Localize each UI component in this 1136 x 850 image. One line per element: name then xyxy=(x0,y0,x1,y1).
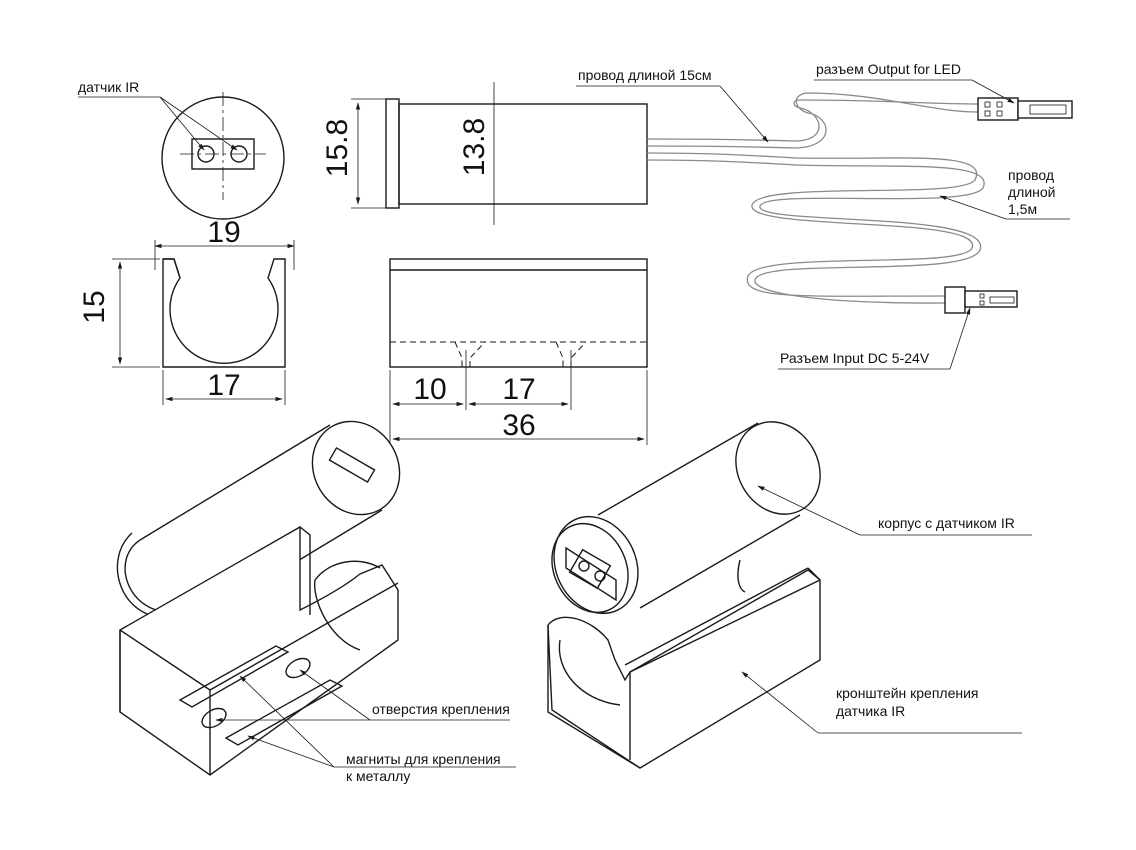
label-mount-holes: отверстия крепления xyxy=(372,701,510,717)
label-wire-15m-3: 1,5м xyxy=(1008,201,1037,217)
isometric-right xyxy=(547,421,1032,769)
ir-sensor-leader xyxy=(78,96,238,151)
isometric-left xyxy=(116,420,516,776)
label-wire-15cm: провод длиной 15см xyxy=(578,67,712,83)
dim-15-8: 15.8 xyxy=(321,119,354,177)
wire-assembly xyxy=(576,79,1073,370)
label-wire-15m-1: провод xyxy=(1008,167,1054,183)
label-housing: корпус с датчиком IR xyxy=(878,515,1015,531)
side-view-sensor: 15.8 13.8 xyxy=(321,82,797,225)
label-wire-15m-2: длиной xyxy=(1008,184,1056,200)
dim-17-bottom: 17 xyxy=(502,373,535,406)
bracket-side-view: 10 17 36 xyxy=(389,258,648,445)
label-magnets-2: к металлу xyxy=(346,768,410,784)
front-view: датчик IR xyxy=(78,79,285,220)
label-input-connector: Разъем Input DC 5-24V xyxy=(780,350,930,366)
dim-36: 36 xyxy=(502,409,535,442)
label-ir-sensor: датчик IR xyxy=(78,79,139,95)
label-bracket-2: датчика IR xyxy=(836,703,905,719)
bracket-end-view: 19 15 17 xyxy=(78,216,295,405)
dim-19: 19 xyxy=(207,216,240,249)
label-bracket-1: кронштейн крепления xyxy=(836,685,979,701)
dim-17-side: 17 xyxy=(207,369,240,402)
dim-13-8: 13.8 xyxy=(458,118,491,176)
label-output-connector: разъем Output for LED xyxy=(816,61,961,77)
dim-10: 10 xyxy=(413,373,446,406)
dim-15: 15 xyxy=(78,290,111,323)
label-magnets-1: магниты для крепления xyxy=(346,751,501,767)
